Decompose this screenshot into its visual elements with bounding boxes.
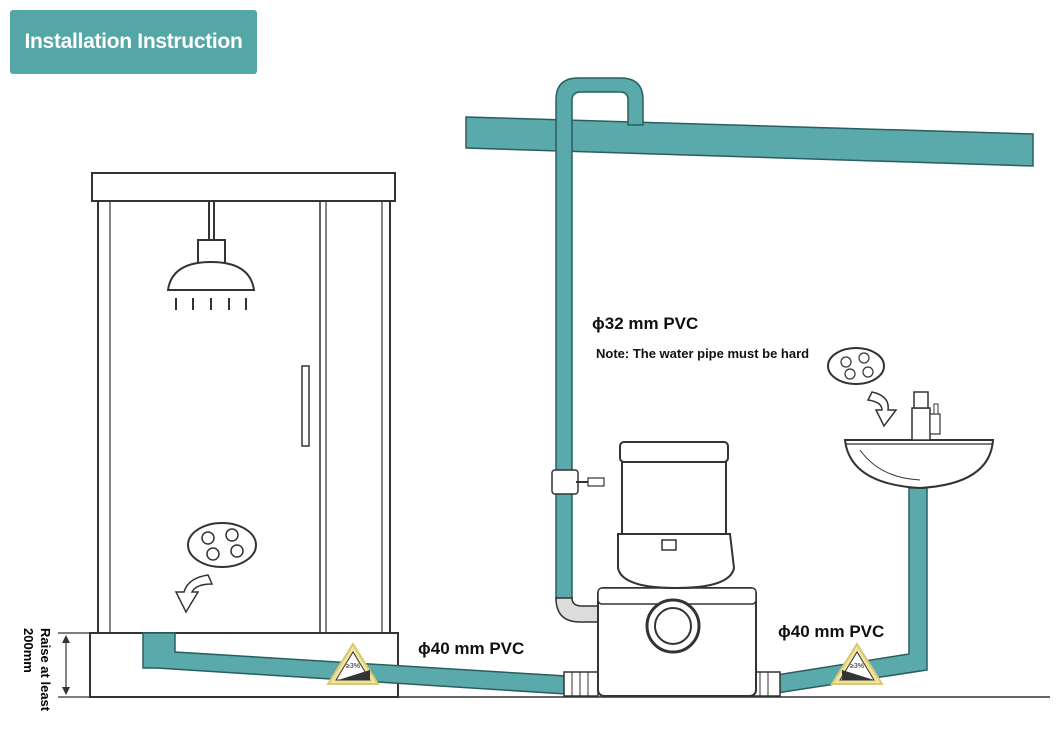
slope-sign-right: ≥3%	[830, 642, 884, 685]
pipe-32-label: ϕ32 mm PVC	[592, 314, 699, 333]
pipe-elbow	[555, 597, 599, 623]
sink-arrow-icon	[866, 391, 898, 428]
macerator-pump	[597, 587, 757, 697]
pipe-40-right-label: ϕ40 mm PVC	[778, 622, 885, 641]
ceiling-beam	[465, 116, 1034, 167]
sink	[843, 439, 995, 490]
raise-dimension-marker	[58, 632, 90, 698]
note-label: Note: The water pipe must be hard	[596, 346, 810, 361]
valve-icon	[551, 469, 605, 495]
diagram-title: Installation Instruction	[24, 30, 243, 53]
pipe-connector-left	[563, 671, 599, 697]
pipe-40-left-label: ϕ40 mm PVC	[418, 639, 525, 658]
title-banner: Installation Instruction	[10, 10, 257, 74]
drain-filter-icon	[187, 522, 257, 568]
raise-label: Raise at least 200mm	[21, 628, 53, 712]
discharge-pipe-32mm	[555, 77, 644, 601]
slope-sign-left: ≥3%	[326, 642, 380, 685]
slope-label-left: ≥3%	[346, 663, 360, 670]
shower-enclosure	[91, 172, 396, 634]
curved-arrow-icon	[174, 574, 214, 614]
shower-head-icon	[166, 201, 256, 310]
toilet	[617, 441, 736, 590]
slope-label-right: ≥3%	[850, 663, 864, 670]
faucet-icon	[911, 391, 941, 441]
sink-filter-icon	[827, 347, 885, 385]
